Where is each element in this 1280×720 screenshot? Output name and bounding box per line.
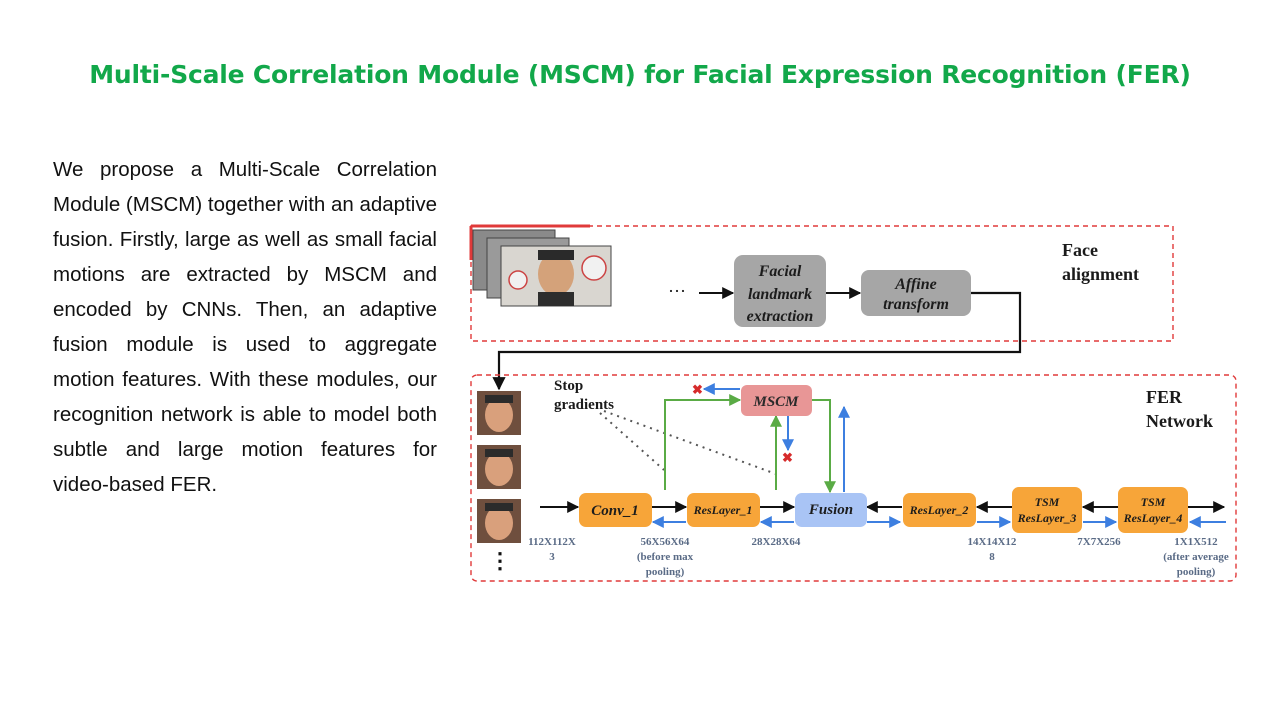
- affine-transform-label-2: transform: [883, 296, 949, 313]
- reslayer2-label: ResLayer_2: [909, 503, 969, 517]
- dim-input-1: 112X112X: [528, 536, 576, 548]
- fusion-box: [795, 493, 867, 527]
- sequence-ellipsis: ···: [668, 281, 686, 301]
- mscm-label: MSCM: [752, 394, 799, 410]
- stop-gradient-dotted-line: [599, 412, 665, 471]
- dim-input-2: 3: [549, 551, 555, 563]
- mscm-box: [741, 385, 812, 416]
- slide-title: Multi-Scale Correlation Module (MSCM) fo…: [89, 60, 1191, 89]
- reslayer1-label: ResLayer_1: [693, 503, 753, 517]
- mscm-to-fusion-green-path: [812, 399, 836, 494]
- frames-vertical-ellipsis: ⋮: [489, 548, 511, 573]
- face-alignment-title-2: alignment: [1062, 264, 1139, 284]
- slide-description: We propose a Multi-Scale Correlation Mod…: [53, 158, 437, 496]
- face-thumbnail: [477, 445, 521, 489]
- affine-transform-box: [861, 270, 971, 316]
- tsm-reslayer4-box: [1118, 487, 1188, 533]
- face-thumbnail: [477, 391, 521, 435]
- tsm-reslayer4-label-1: TSM: [1141, 495, 1166, 509]
- gradient-stop-mark-icon: ✖: [782, 450, 793, 465]
- tsm-reslayer3-label-1: TSM: [1035, 495, 1060, 509]
- dim-reslayer1-1: 28X28X64: [752, 536, 801, 548]
- dim-reslayer2-1: 14X14X12: [968, 536, 1017, 548]
- conv1-label: Conv_1: [591, 503, 639, 519]
- facial-landmark-label-3: extraction: [747, 308, 814, 325]
- fer-network-title-2: Network: [1146, 411, 1213, 431]
- dim-tsm4-3: pooling): [1177, 566, 1216, 578]
- fer-network-region: [470, 374, 1237, 582]
- video-frames-stack: [472, 229, 612, 307]
- facial-landmark-label-1: Facial: [758, 263, 802, 280]
- stop-gradients-label-1: Stop: [554, 378, 583, 394]
- conv1-box: [579, 493, 652, 527]
- dimension-labels: 112X112X 3 56X56X64 (before max pooling)…: [528, 536, 1229, 578]
- reslayer2-box: [903, 493, 976, 527]
- dim-tsm4-2: (after average: [1163, 551, 1229, 563]
- fusion-label: Fusion: [808, 502, 853, 518]
- fer-network-title-1: FER: [1146, 387, 1183, 407]
- reslayer1-box: [687, 493, 760, 527]
- face-alignment-region: [470, 225, 1174, 342]
- stop-gradients-label-2: gradients: [554, 397, 614, 413]
- face-thumbnail: [477, 499, 521, 543]
- alignment-to-fer-connector: [492, 291, 1022, 391]
- tsm-reslayer3-box: [1012, 487, 1082, 533]
- dim-reslayer2-2: 8: [989, 551, 995, 563]
- gradient-stop-mark-icon: ✖: [692, 382, 703, 397]
- affine-transform-label-1: Affine: [894, 276, 936, 293]
- facial-landmark-box: [734, 255, 826, 327]
- dim-tsm4-1: 1X1X512: [1174, 536, 1218, 548]
- conv1-to-mscm-green-path: [664, 394, 742, 490]
- stop-gradient-dotted-line: [603, 410, 777, 475]
- tsm-reslayer3-label-2: ResLayer_3: [1017, 511, 1077, 525]
- dim-tsm3-1: 7X7X256: [1077, 536, 1121, 548]
- dim-conv1-2: (before max: [637, 551, 694, 563]
- tsm-reslayer4-label-2: ResLayer_4: [1123, 511, 1183, 525]
- facial-landmark-label-2: landmark: [748, 286, 812, 303]
- dim-conv1-1: 56X56X64: [641, 536, 690, 548]
- face-alignment-title-1: Face: [1062, 240, 1098, 260]
- dim-conv1-3: pooling): [646, 566, 685, 578]
